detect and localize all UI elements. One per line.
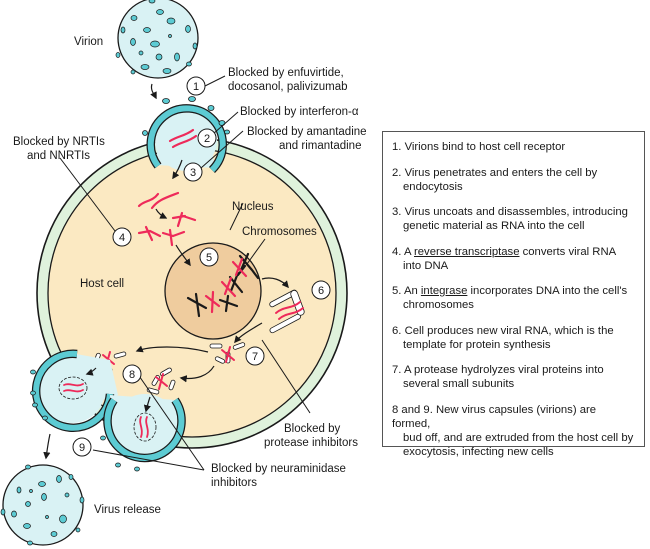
step-marker-3: 3 [183,162,203,182]
step-marker-5: 5 [199,247,219,267]
step-marker-6: 6 [311,280,331,300]
diagram-labels: Virion Blocked by enfuvirtide, docosanol… [13,36,367,516]
step-marker-9: 9 [72,437,92,457]
svg-text:docosanol, palivizumab: docosanol, palivizumab [228,81,348,93]
step-8-9: 8 and 9. New virus capsules (virions) ar… [392,403,634,458]
label-nucleus: Nucleus [232,201,274,213]
new-viral-rna-and-proteins [269,289,305,334]
step-2: 2. Virus penetrates and enters the cell … [392,166,598,193]
label-virion: Virion [74,36,103,48]
label-blocked-7: Blocked by [284,423,341,435]
virion-released [0,464,85,546]
label-virus-release: Virus release [94,504,161,516]
step-1: 1. Virions bind to host cell receptor [392,141,566,153]
label-host-cell: Host cell [80,278,124,290]
label-blocked-2: Blocked by interferon-α [240,106,359,118]
svg-text:9: 9 [79,442,85,454]
step-marker-7: 7 [245,346,265,366]
steps-legend-box: 1. Virions bind to host cell receptor 2.… [382,131,645,458]
virion-top [115,0,199,79]
label-chromosomes: Chromosomes [242,226,317,238]
label-blocked-1: Blocked by enfuvirtide, [228,67,344,79]
svg-text:1: 1 [193,81,199,93]
label-blocked-4: Blocked by NRTIs [13,136,105,148]
svg-text:and NNRTIs: and NNRTIs [27,150,90,162]
step-6: 6. Cell produces new viral RNA, which is… [392,324,614,351]
label-blocked-3: Blocked by amantadine [247,126,367,138]
svg-text:inhibitors: inhibitors [211,477,257,489]
process-arrows [43,83,289,460]
svg-text:protease inhibitors: protease inhibitors [264,437,358,449]
step-4: 4. A reverse transcriptase converts vira… [392,245,617,272]
leader-lines [59,75,311,471]
svg-text:2: 2 [204,133,210,145]
chromosomes [186,252,260,318]
term-reverse-transcriptase: reverse transcriptase [414,245,520,258]
svg-text:and rimantadine: and rimantadine [279,140,361,152]
svg-text:3: 3 [190,167,196,179]
svg-text:4: 4 [119,232,125,244]
svg-text:8: 8 [129,369,135,381]
step-markers: 1 2 3 4 5 6 7 8 9 [72,76,331,457]
svg-text:5: 5 [206,252,212,264]
step-5: 5. An integrase incorporates DNA into th… [392,285,628,311]
term-integrase: integrase [420,285,468,297]
label-blocked-89: Blocked by neuraminidase [211,463,346,475]
step-marker-8: 8 [122,364,142,384]
step-marker-1: 1 [186,76,206,96]
step-3: 3. Virus uncoats and disassembles, intro… [392,206,628,232]
svg-text:6: 6 [318,285,324,297]
budding-virion-2 [100,394,186,472]
viral-rna [137,128,198,247]
step-7: 7. A protease hydrolyzes viral proteins … [392,364,604,390]
step-marker-4: 4 [112,227,132,247]
svg-text:7: 7 [252,351,258,363]
step-marker-2: 2 [197,128,217,148]
